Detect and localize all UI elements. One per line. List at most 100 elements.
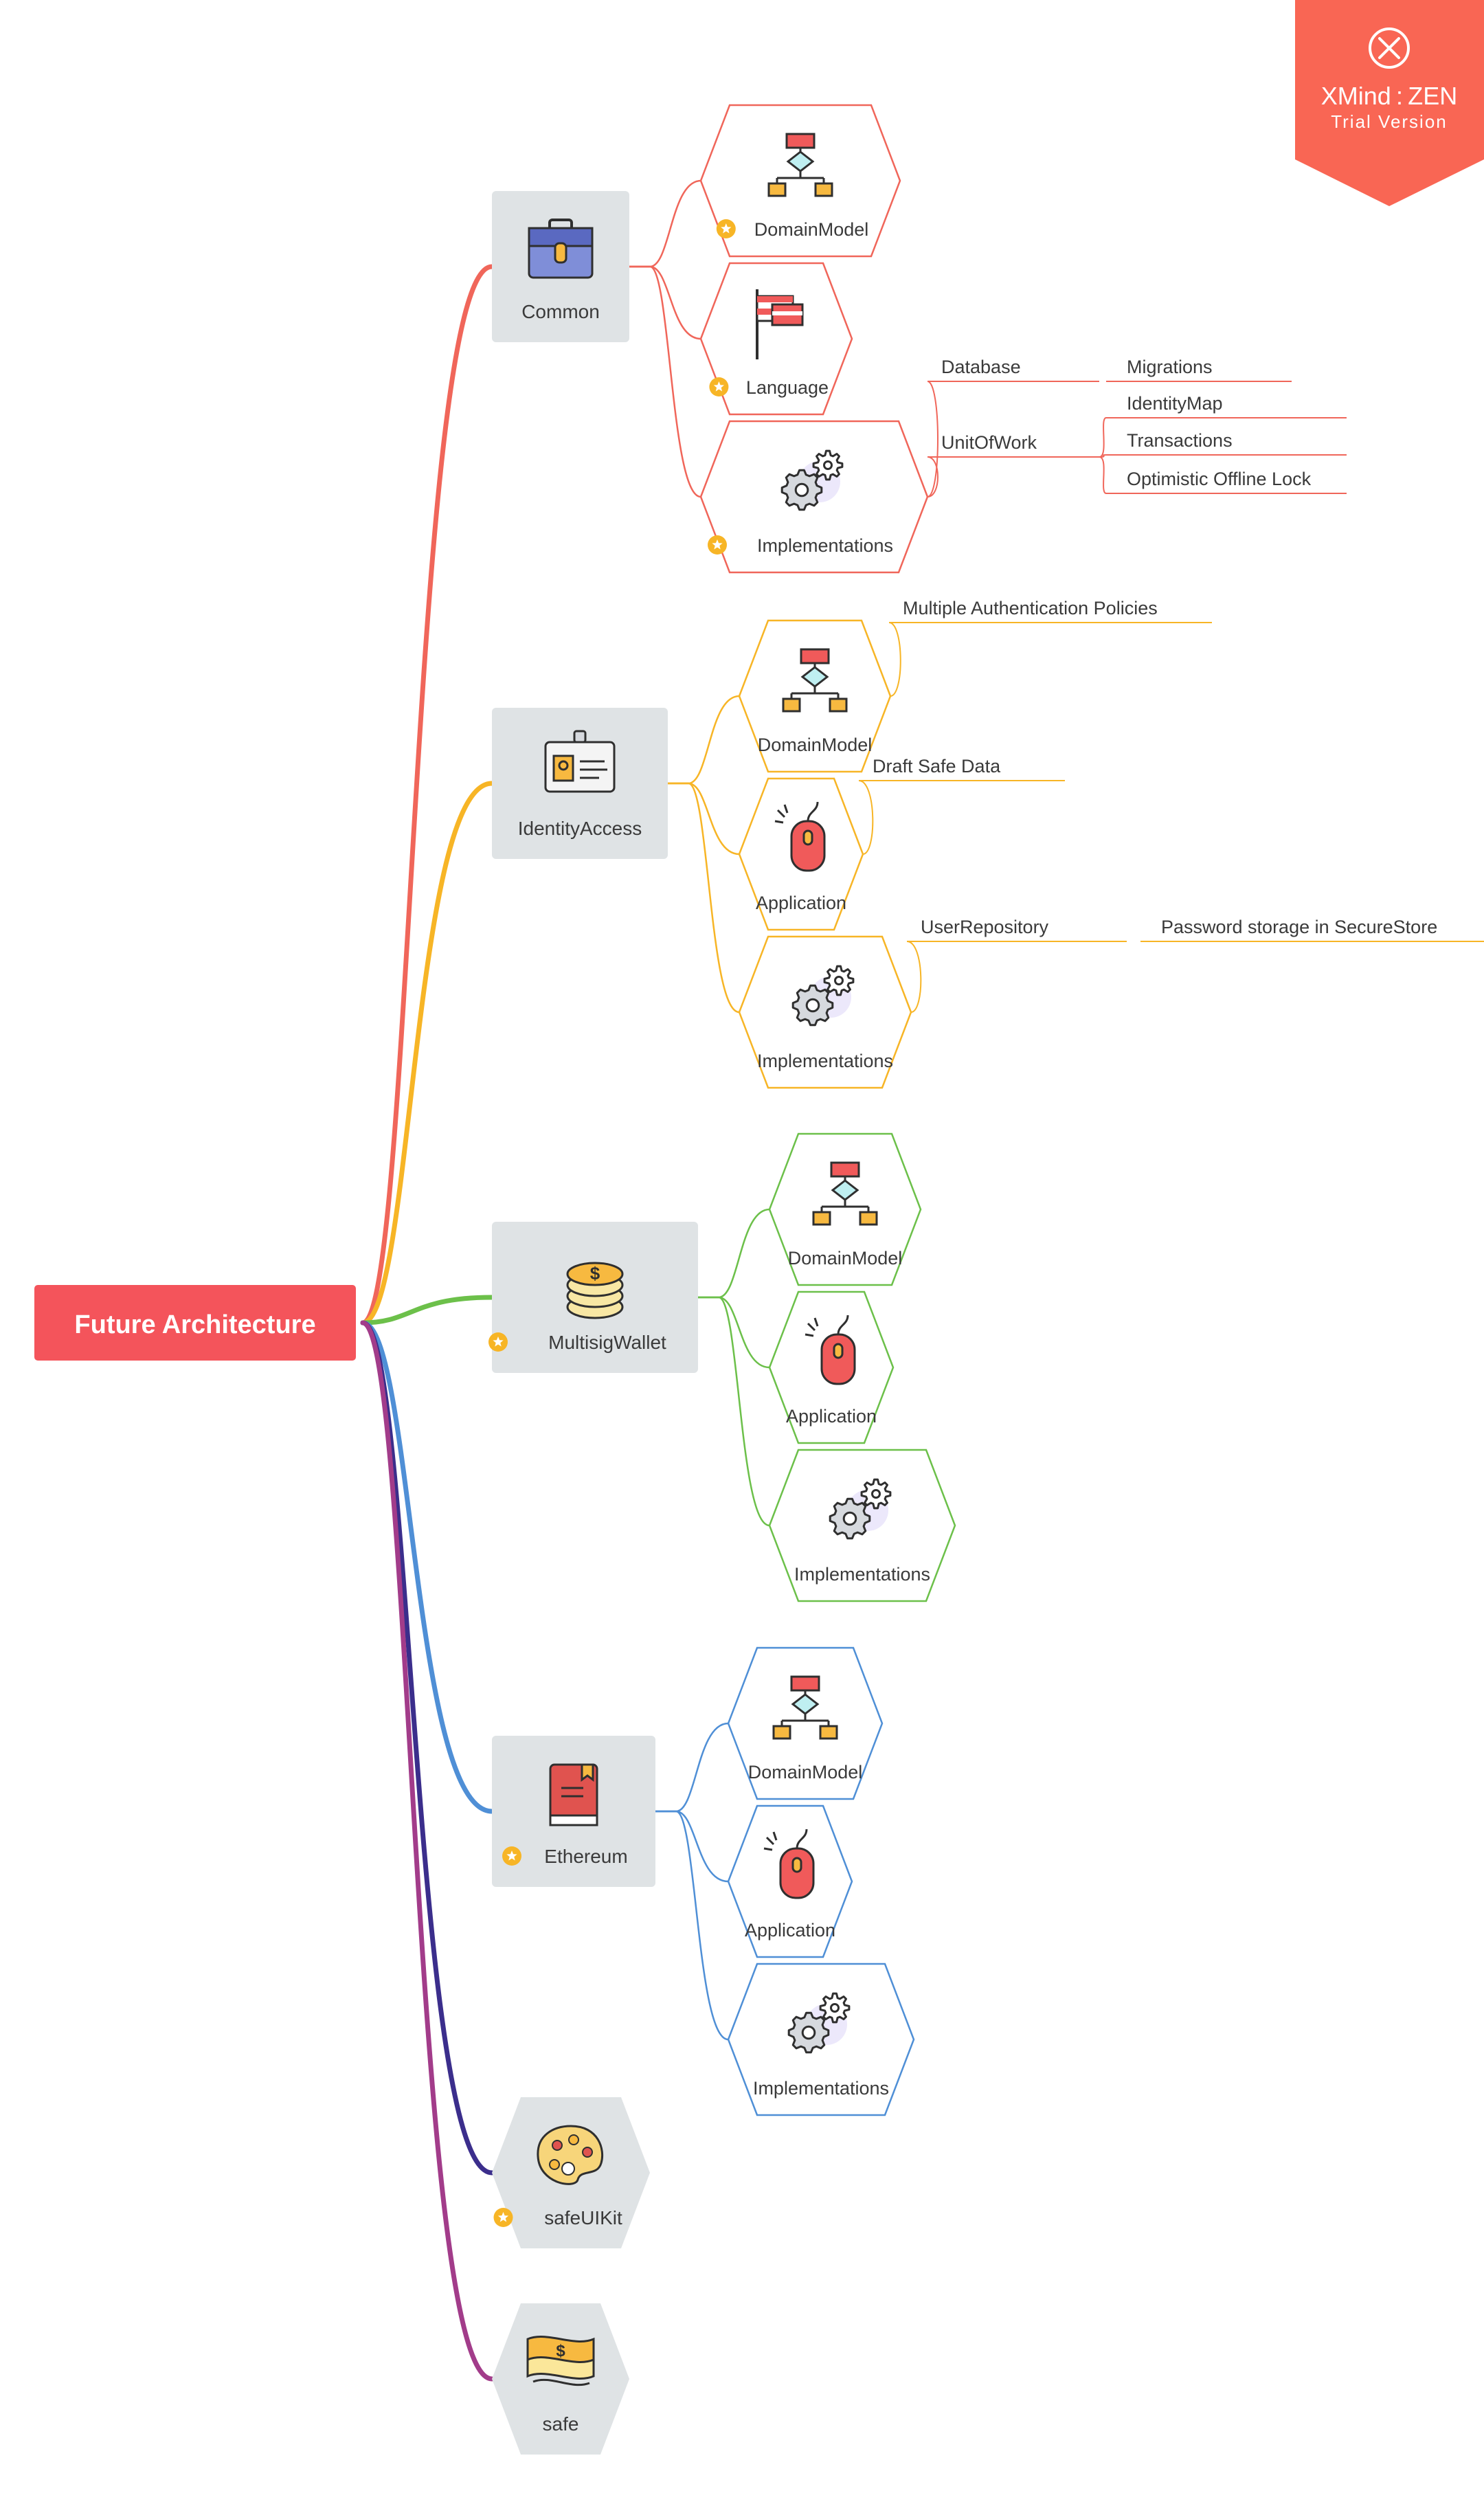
subtopic-multisig-implementations[interactable]: Implementations bbox=[768, 1449, 956, 1602]
gears-icon bbox=[791, 965, 855, 1027]
detail-subtopic[interactable]: Transactions bbox=[1106, 430, 1347, 456]
topic-ethereum[interactable]: Ethereum bbox=[492, 1736, 655, 1887]
topic-identity[interactable]: IdentityAccess bbox=[492, 708, 668, 859]
subtopic-multisig-application[interactable]: Application bbox=[768, 1290, 895, 1444]
xmind-watermark: XMind : ZEN Trial Version bbox=[1295, 0, 1484, 206]
detail-topic[interactable]: UnitOfWork bbox=[928, 432, 1099, 458]
book-icon bbox=[549, 1763, 598, 1826]
coins-icon: $ bbox=[566, 1262, 624, 1319]
mouse-icon bbox=[774, 801, 826, 872]
detail-subtopic[interactable]: IdentityMap bbox=[1106, 393, 1347, 418]
subtopic-label: DomainModel bbox=[758, 735, 873, 755]
subtopic-connector bbox=[698, 1296, 770, 1369]
detail-connector bbox=[927, 381, 938, 498]
subtopic-identity-implementations[interactable]: Implementations bbox=[738, 935, 912, 1089]
detail-connector bbox=[1099, 456, 1107, 494]
detail-connector bbox=[1099, 417, 1107, 458]
watermark-banner bbox=[1295, 0, 1484, 206]
subtopic-box bbox=[699, 104, 901, 258]
topic-label: Common bbox=[521, 301, 600, 322]
flowchart-icon bbox=[767, 133, 833, 197]
gears-icon bbox=[829, 1478, 892, 1540]
topic-safeuikit[interactable]: safeUIKit bbox=[492, 2097, 650, 2248]
subtopic-identity-domainmodel[interactable]: DomainModel bbox=[738, 619, 892, 773]
subtopic-ethereum-application[interactable]: Application bbox=[727, 1804, 853, 1958]
detail-connector bbox=[858, 780, 874, 855]
subtopic-connector bbox=[655, 1722, 729, 1813]
subtopic-label: Application bbox=[756, 893, 846, 913]
flowchart-icon bbox=[772, 1675, 838, 1740]
watermark-edition: Trial Version bbox=[1331, 111, 1448, 132]
detail-connector bbox=[927, 456, 938, 498]
root-topic-box bbox=[34, 1285, 356, 1361]
subtopic-identity-application[interactable]: Application bbox=[738, 777, 864, 931]
subtopic-connector bbox=[668, 695, 740, 785]
detail-topic[interactable]: Database bbox=[928, 357, 1099, 382]
subtopic-label: DomainModel bbox=[754, 219, 869, 240]
subtopic-common-implementations[interactable]: Implementations bbox=[699, 420, 929, 574]
detail-label: Draft Safe Data bbox=[873, 756, 1001, 776]
topic-nodes: CommonDomainModelLanguageImplementations… bbox=[488, 104, 1484, 2455]
subtopic-label: Application bbox=[786, 1406, 877, 1427]
subtopic-connector bbox=[698, 1296, 770, 1527]
subtopic-label: Implementations bbox=[794, 1564, 930, 1585]
topic-label: MultisigWallet bbox=[548, 1332, 666, 1353]
subtopic-connector bbox=[655, 1810, 729, 2041]
subtopic-label: Language bbox=[746, 377, 829, 398]
subtopic-connector bbox=[655, 1810, 729, 1883]
subtopic-label: Implementations bbox=[753, 2078, 889, 2099]
svg-text:$: $ bbox=[556, 2342, 565, 2360]
root-topic[interactable]: Future Architecture bbox=[34, 1285, 356, 1361]
branch-connector bbox=[360, 264, 495, 1326]
watermark-brand: XMind : ZEN bbox=[1321, 82, 1457, 110]
subtopic-common-domainmodel[interactable]: DomainModel bbox=[699, 104, 901, 258]
detail-label: UserRepository bbox=[921, 917, 1049, 937]
topic-multisig[interactable]: $ MultisigWallet bbox=[488, 1222, 698, 1373]
detail-connector bbox=[906, 941, 922, 1013]
detail-subtopic[interactable]: Migrations bbox=[1106, 357, 1292, 382]
detail-topic[interactable]: Multiple Authentication Policies bbox=[889, 598, 1212, 623]
subtopic-ethereum-implementations[interactable]: Implementations bbox=[727, 1963, 915, 2116]
branch-connectors bbox=[360, 179, 1107, 2382]
detail-subtopic[interactable]: Password storage in SecureStore bbox=[1140, 917, 1484, 942]
detail-topic[interactable]: UserRepository bbox=[907, 917, 1127, 942]
briefcase-icon bbox=[528, 219, 594, 279]
subtopic-connector bbox=[629, 265, 701, 498]
topic-label: Ethereum bbox=[544, 1846, 627, 1867]
branch-connector bbox=[360, 781, 495, 1326]
subtopic-connector bbox=[629, 265, 701, 340]
detail-label: Multiple Authentication Policies bbox=[903, 598, 1158, 618]
subtopic-multisig-domainmodel[interactable]: DomainModel bbox=[768, 1132, 922, 1286]
detail-label: IdentityMap bbox=[1127, 393, 1223, 414]
branch-connector bbox=[360, 1320, 495, 2382]
detail-topic[interactable]: Draft Safe Data bbox=[859, 756, 1065, 781]
subtopic-box bbox=[727, 1646, 884, 1800]
topic-label: IdentityAccess bbox=[518, 818, 642, 839]
subtopic-label: DomainModel bbox=[748, 1762, 863, 1782]
subtopic-ethereum-domainmodel[interactable]: DomainModel bbox=[727, 1646, 884, 1800]
svg-text:$: $ bbox=[590, 1263, 600, 1284]
subtopic-box bbox=[738, 619, 892, 773]
topic-safe[interactable]: $safe bbox=[492, 2303, 629, 2455]
subtopic-box bbox=[768, 1132, 922, 1286]
id-card-icon bbox=[544, 730, 616, 793]
mouse-icon bbox=[763, 1829, 815, 1899]
gears-icon bbox=[787, 1992, 851, 2054]
detail-label: UnitOfWork bbox=[941, 432, 1037, 453]
detail-subtopic[interactable]: Optimistic Offline Lock bbox=[1106, 469, 1347, 494]
detail-label: Optimistic Offline Lock bbox=[1127, 469, 1312, 489]
detail-label: Transactions bbox=[1127, 430, 1233, 451]
money-icon: $ bbox=[526, 2336, 595, 2386]
topic-common[interactable]: Common bbox=[492, 191, 629, 342]
detail-connector bbox=[888, 622, 901, 697]
mouse-icon bbox=[805, 1315, 856, 1385]
subtopic-connector bbox=[629, 179, 701, 268]
topic-label: safeUIKit bbox=[544, 2207, 622, 2228]
subtopic-connector bbox=[698, 1208, 770, 1299]
subtopic-label: Implementations bbox=[757, 1051, 893, 1071]
subtopic-common-language[interactable]: Language bbox=[699, 262, 853, 416]
root-topic-label: Future Architecture bbox=[74, 1310, 315, 1339]
detail-label: Database bbox=[941, 357, 1021, 377]
branch-connector bbox=[360, 1320, 495, 1814]
